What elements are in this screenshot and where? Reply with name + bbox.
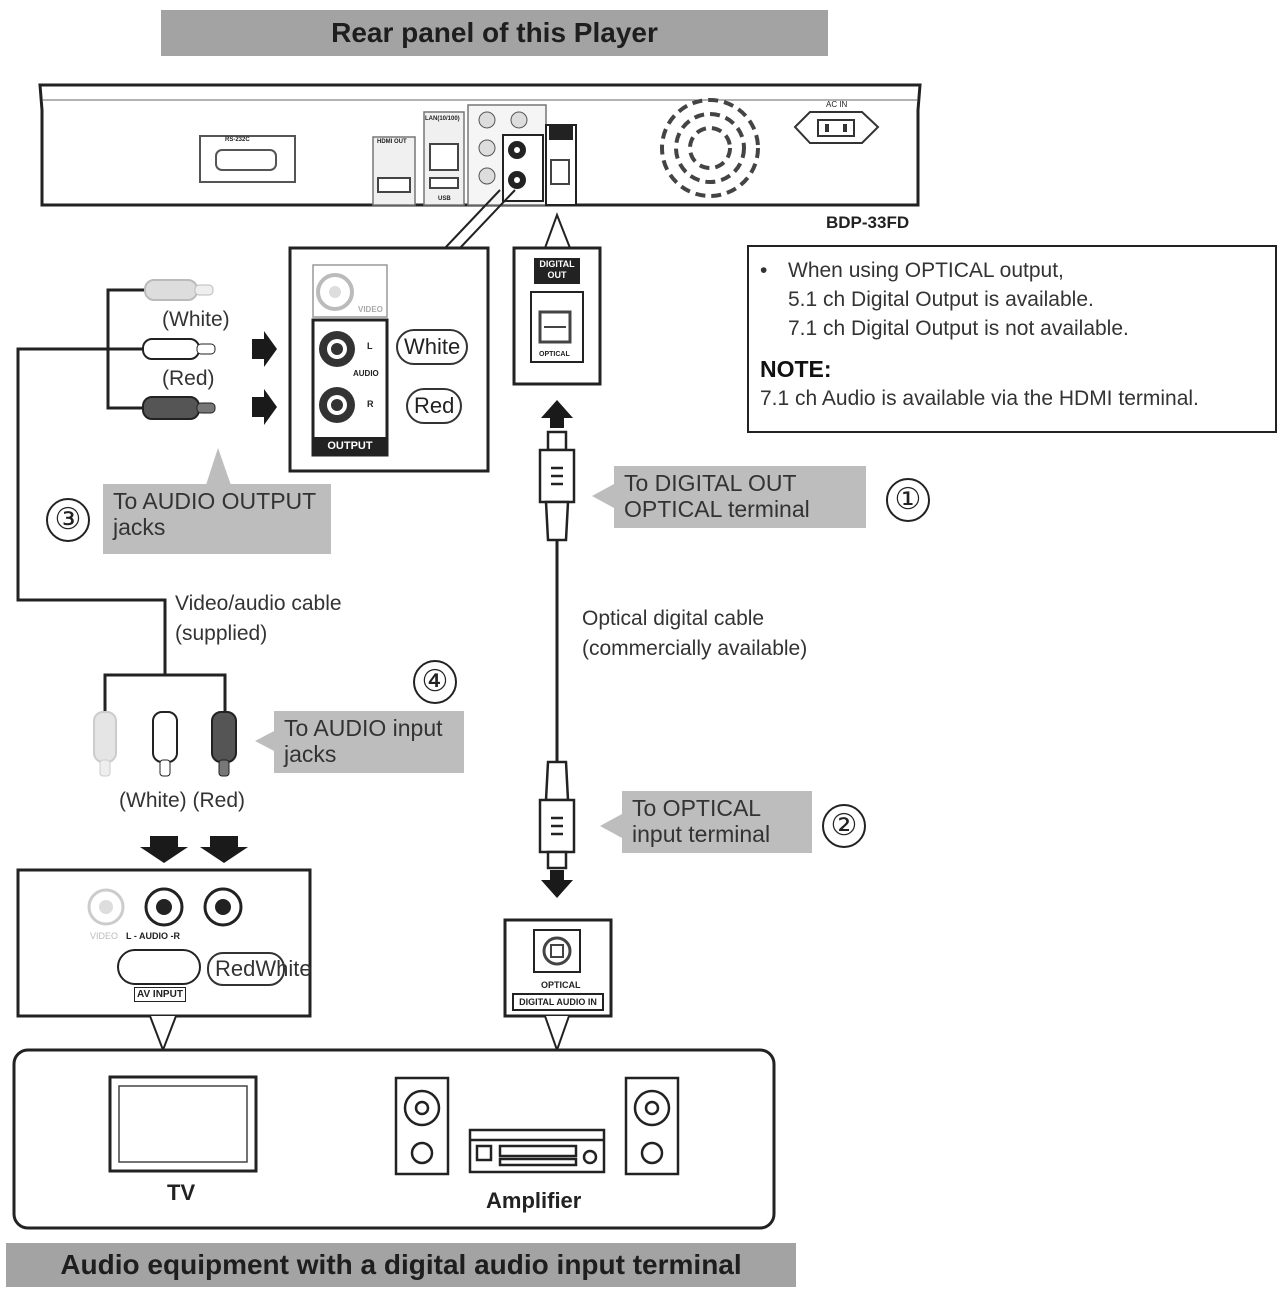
step-4-number: ④ (413, 660, 457, 704)
lan-label: LAN(10/100) (425, 116, 460, 122)
tv-label: TV (167, 1180, 196, 1205)
step-1-callout: To DIGITAL OUT OPTICAL terminal (614, 466, 866, 528)
info-line-3: 7.1 ch Digital Output is not available. (788, 317, 1129, 340)
video-cable-label-1: Video/audio cable (175, 592, 342, 615)
step-4-text-2: jacks (284, 741, 337, 767)
info-box: • When using OPTICAL output, 5.1 ch Digi… (760, 256, 1270, 413)
white-pill: White (396, 329, 469, 365)
digital-out-title: DIGITAL OUT (534, 259, 580, 281)
optical-connectors (538, 430, 576, 870)
plug-label-bottom: (White) (Red) (119, 789, 246, 812)
video-cable-label: Video/audio cable (supplied) (175, 589, 342, 649)
rca-plugs-bottom (93, 711, 237, 777)
rca-plugs-top (142, 279, 216, 420)
footer-banner: Audio equipment with a digital audio inp… (6, 1243, 796, 1287)
output-audio-label: AUDIO (353, 369, 379, 378)
step-1-text-2: OPTICAL terminal (624, 496, 810, 522)
step-3-callout: To AUDIO OUTPUT jacks (103, 484, 331, 554)
step-2-callout: To OPTICAL input terminal (622, 791, 812, 853)
plug-label-red: (Red) (162, 367, 215, 390)
step-4-callout: To AUDIO input jacks (274, 711, 464, 773)
info-line-2: 5.1 ch Digital Output is available. (788, 288, 1094, 311)
cable-wires (16, 288, 559, 762)
header-banner: Rear panel of this Player (161, 10, 828, 56)
video-cable-label-2: (supplied) (175, 622, 268, 645)
red-pill: Red (406, 388, 463, 424)
callout-pointers (205, 448, 622, 838)
arrows (140, 331, 573, 898)
optical-cable-label: Optical digital cable (commercially avai… (582, 604, 807, 664)
usb-label: USB (438, 196, 451, 202)
digital-out-title-2: OUT (547, 270, 567, 280)
step-3-text-2: jacks (113, 514, 166, 540)
hdmi-port (372, 136, 416, 206)
step-3-text-1: To AUDIO OUTPUT (113, 488, 317, 514)
rs232c-label: RS-232C (225, 137, 250, 143)
output-video-label: VIDEO (358, 305, 383, 314)
optical-cable-label-2: (commercially available) (582, 637, 808, 660)
step-4-text-1: To AUDIO input (284, 715, 443, 741)
av-audio-label: L - AUDIO -R (126, 931, 180, 941)
step-3-number: ③ (46, 498, 90, 542)
step-2-text-1: To OPTICAL (632, 795, 762, 821)
av-input-label: AV INPUT (134, 987, 186, 1002)
digital-out-optical-label: OPTICAL (539, 351, 570, 358)
output-r-label: R (367, 399, 374, 409)
step-2-number: ② (822, 804, 866, 848)
step-1-number: ① (886, 478, 930, 522)
tv-graphic (108, 1075, 258, 1173)
output-l-label: L (367, 341, 373, 351)
info-bullet: • (760, 259, 768, 282)
acin-label: AC IN (826, 100, 848, 109)
digital-in-optical-label: OPTICAL (541, 980, 581, 990)
digital-audio-in-label: DIGITAL AUDIO IN (519, 997, 597, 1007)
player-rear-panel (38, 83, 922, 207)
plug-label-white: (White) (162, 308, 230, 331)
model-label: BDP-33FD (826, 213, 910, 232)
amplifier-label: Amplifier (486, 1188, 582, 1213)
hdmi-label: HDMI OUT (377, 139, 407, 145)
step-2-text-2: input terminal (632, 821, 771, 847)
info-box-border (747, 245, 1277, 433)
amplifier-graphic (394, 1076, 680, 1176)
output-label: OUTPUT (327, 440, 373, 452)
av-pill-text: RedWhite (207, 952, 312, 986)
fan-vent (660, 98, 760, 198)
step-1-text-1: To DIGITAL OUT (624, 470, 797, 496)
digital-out-title-1: DIGITAL (539, 259, 575, 269)
optical-cable-label-1: Optical digital cable (582, 607, 765, 630)
av-video-label: VIDEO (90, 931, 119, 941)
note-text: 7.1 ch Audio is available via the HDMI t… (760, 387, 1199, 410)
note-title: NOTE: (760, 356, 832, 382)
info-line-1: When using OPTICAL output, (788, 259, 1064, 282)
